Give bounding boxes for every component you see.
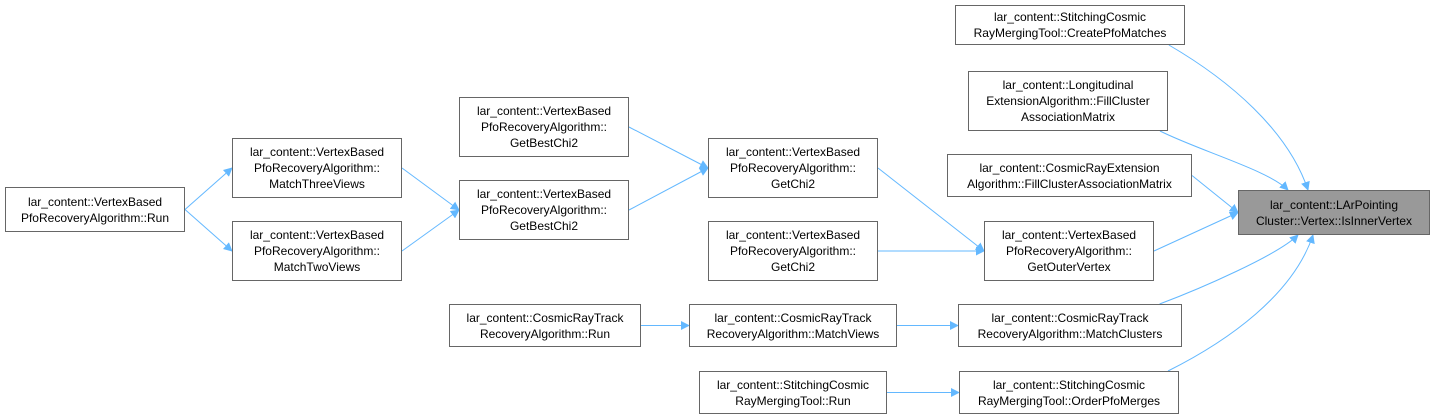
node-label: lar_content::VertexBased PfoRecoveryAlgo… xyxy=(249,228,385,274)
node-label: lar_content::CosmicRayTrack RecoveryAlgo… xyxy=(706,310,880,341)
edge-n16-to-n15 xyxy=(184,209,233,252)
node-label: lar_content::CosmicRayExtension Algorith… xyxy=(967,160,1172,191)
node-label: lar_content::Longitudinal ExtensionAlgor… xyxy=(986,78,1150,124)
node-label: lar_content::VertexBased PfoRecoveryAlgo… xyxy=(1001,228,1137,274)
caller-node-n2[interactable]: lar_content::Longitudinal ExtensionAlgor… xyxy=(968,71,1168,131)
node-label: lar_content::LArPointing Cluster::Vertex… xyxy=(1255,197,1413,228)
edge-n1-to-root xyxy=(1168,44,1310,191)
caller-node-n1[interactable]: lar_content::StitchingCosmic RayMergingT… xyxy=(955,5,1185,45)
caller-node-n7[interactable]: lar_content::VertexBased PfoRecoveryAlgo… xyxy=(708,138,878,198)
node-label: lar_content::VertexBased PfoRecoveryAlgo… xyxy=(476,187,612,233)
edge-n5-to-root xyxy=(1159,234,1299,305)
edge-n6-to-root xyxy=(1167,234,1315,372)
edge-n2-to-root xyxy=(1159,130,1289,191)
caller-node-n6[interactable]: lar_content::StitchingCosmic RayMergingT… xyxy=(959,371,1179,414)
caller-node-n11[interactable]: lar_content::VertexBased PfoRecoveryAlgo… xyxy=(459,97,629,157)
node-label: lar_content::VertexBased PfoRecoveryAlgo… xyxy=(725,228,861,274)
node-label: lar_content::CosmicRayTrack RecoveryAlgo… xyxy=(466,310,624,341)
edge-n3-to-root xyxy=(1191,175,1239,214)
edge-n16-to-n14 xyxy=(184,167,233,210)
caller-node-n10[interactable]: lar_content::StitchingCosmic RayMergingT… xyxy=(699,371,887,414)
node-label: lar_content::VertexBased PfoRecoveryAlgo… xyxy=(725,145,861,191)
edge-n14-to-n12 xyxy=(401,167,460,211)
edge-n15-to-n12 xyxy=(401,209,460,252)
caller-node-n9[interactable]: lar_content::CosmicRayTrack RecoveryAlgo… xyxy=(689,304,897,347)
node-label: lar_content::StitchingCosmic RayMergingT… xyxy=(977,377,1161,408)
edge-n7-to-n4 xyxy=(877,167,985,252)
root-function-node: lar_content::LArPointing Cluster::Vertex… xyxy=(1238,190,1430,235)
edge-n4-to-root xyxy=(1153,211,1239,252)
caller-node-n16[interactable]: lar_content::VertexBased PfoRecoveryAlgo… xyxy=(5,187,185,232)
node-label: lar_content::CosmicRayTrack RecoveryAlgo… xyxy=(977,310,1163,341)
caller-node-n15[interactable]: lar_content::VertexBased PfoRecoveryAlgo… xyxy=(232,221,402,281)
caller-node-n5[interactable]: lar_content::CosmicRayTrack RecoveryAlgo… xyxy=(958,304,1182,347)
caller-node-n3[interactable]: lar_content::CosmicRayExtension Algorith… xyxy=(947,154,1192,197)
caller-node-n14[interactable]: lar_content::VertexBased PfoRecoveryAlgo… xyxy=(232,138,402,198)
caller-node-n13[interactable]: lar_content::CosmicRayTrack RecoveryAlgo… xyxy=(449,304,641,347)
node-label: lar_content::VertexBased PfoRecoveryAlgo… xyxy=(249,145,385,191)
node-label: lar_content::StitchingCosmic RayMergingT… xyxy=(716,377,870,408)
caller-node-n4[interactable]: lar_content::VertexBased PfoRecoveryAlgo… xyxy=(984,221,1154,281)
node-label: lar_content::StitchingCosmic RayMergingT… xyxy=(973,10,1167,40)
edge-n12-to-n7 xyxy=(628,167,709,211)
node-label: lar_content::VertexBased PfoRecoveryAlgo… xyxy=(476,104,612,150)
node-label: lar_content::VertexBased PfoRecoveryAlgo… xyxy=(20,194,170,225)
caller-node-n8[interactable]: lar_content::VertexBased PfoRecoveryAlgo… xyxy=(708,221,878,281)
edge-n11-to-n7 xyxy=(628,126,709,169)
caller-node-n12[interactable]: lar_content::VertexBased PfoRecoveryAlgo… xyxy=(459,180,629,240)
